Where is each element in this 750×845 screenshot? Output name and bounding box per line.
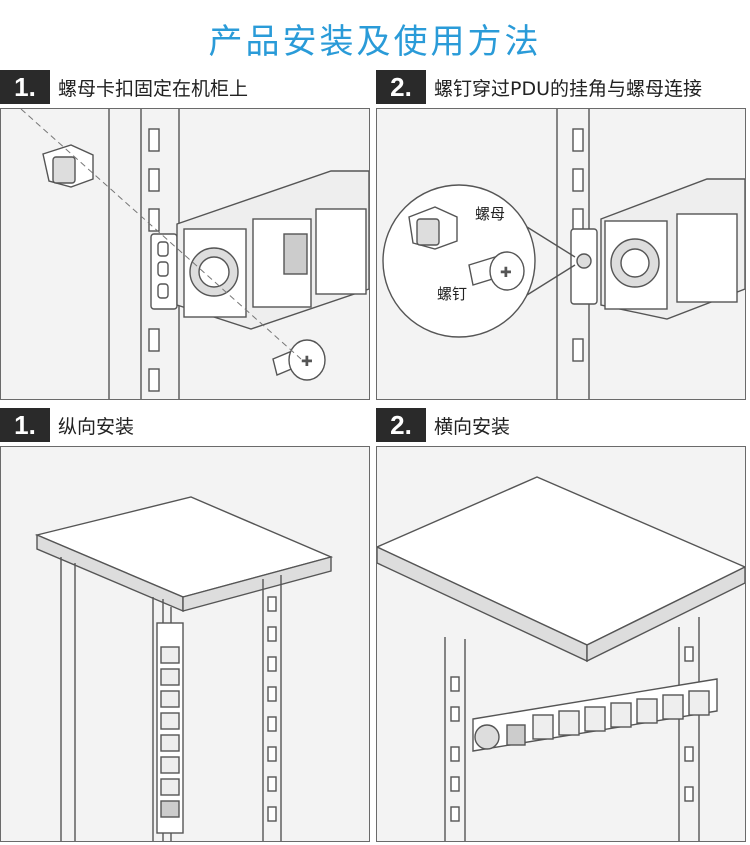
step-number: 2. <box>376 408 426 442</box>
illustration-frame <box>0 446 370 842</box>
screw-illustration: ✚ 螺母 螺钉 <box>382 109 745 399</box>
horizontal-install-illustration <box>377 476 745 841</box>
step-header: 2. 螺钉穿过PDU的挂角与螺母连接 <box>376 70 746 104</box>
step-number: 1. <box>0 70 50 104</box>
illustration-frame: ✚ 螺母 螺钉 <box>376 108 746 400</box>
step-number: 2. <box>376 70 426 104</box>
nut-label: 螺母 <box>475 205 505 223</box>
step-number: 1. <box>0 408 50 442</box>
step-caption: 螺母卡扣固定在机柜上 <box>58 77 249 100</box>
step-caption: 螺钉穿过PDU的挂角与螺母连接 <box>434 77 702 100</box>
step-panel-vertical: 1. 纵向安装 <box>0 408 370 842</box>
vertical-install-illustration <box>34 496 334 841</box>
step-header: 2. 横向安装 <box>376 408 746 442</box>
step-caption: 横向安装 <box>434 415 511 438</box>
illustration-frame: ✚ <box>0 108 370 400</box>
page-title: 产品安装及使用方法 <box>208 22 542 62</box>
svg-text:✚: ✚ <box>301 354 313 370</box>
svg-text:✚: ✚ <box>500 265 512 281</box>
nut-clip-illustration: ✚ <box>20 109 369 399</box>
step-panel-horizontal: 2. 横向安装 <box>376 408 746 842</box>
step-panel-nut: 1. 螺母卡扣固定在机柜上 <box>0 70 370 402</box>
step-panel-screw: 2. 螺钉穿过PDU的挂角与螺母连接 <box>376 70 746 402</box>
screw-label: 螺钉 <box>437 285 467 303</box>
illustration-frame <box>376 446 746 842</box>
step-header: 1. 纵向安装 <box>0 408 370 442</box>
step-caption: 纵向安装 <box>58 415 135 438</box>
step-header: 1. 螺母卡扣固定在机柜上 <box>0 70 370 104</box>
